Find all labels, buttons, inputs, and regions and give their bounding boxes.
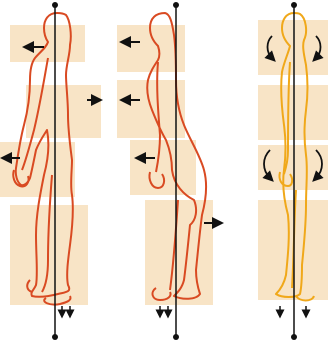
plumb-top-dot xyxy=(173,2,179,8)
double-arrow-down-icon xyxy=(160,306,168,314)
plumb-bottom-dot xyxy=(173,334,179,340)
plumb-bottom-dot xyxy=(52,334,58,340)
panel-torso xyxy=(258,85,328,140)
figure-middle xyxy=(117,2,218,340)
panel-hip xyxy=(0,142,75,197)
plumb-bottom-dot xyxy=(291,334,297,340)
figure-left xyxy=(0,2,101,340)
plumb-top-dot xyxy=(291,2,297,8)
panel-head xyxy=(258,20,328,75)
double-arrow-down-icon xyxy=(62,306,70,314)
figure-right xyxy=(258,2,328,340)
plumb-top-dot xyxy=(52,2,58,8)
